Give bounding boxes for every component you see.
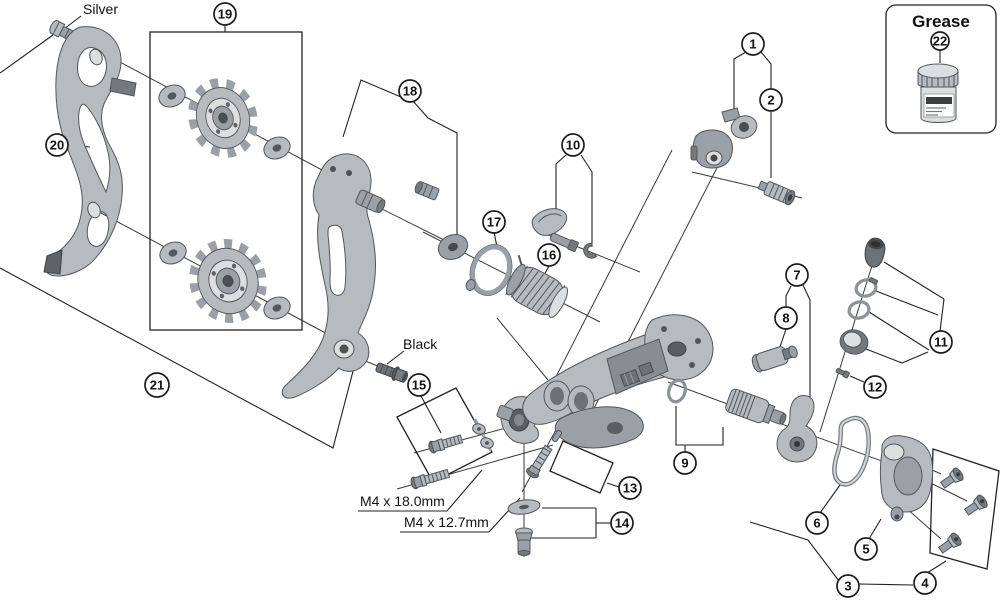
derailleur-body <box>500 314 714 449</box>
bolt-group-box-13 <box>549 440 614 494</box>
o-ring-upper <box>854 277 879 298</box>
svg-text:3: 3 <box>844 579 851 594</box>
motor-unit-cover <box>880 435 934 522</box>
callout-17: 17 <box>482 210 506 234</box>
cable-fixing-unit <box>751 345 798 373</box>
callout-2: 2 <box>759 88 783 112</box>
svg-text:10: 10 <box>566 138 580 153</box>
svg-text:9: 9 <box>681 456 688 471</box>
callout-5: 5 <box>854 537 878 561</box>
silver-label: Silver <box>83 1 118 17</box>
link-fixing-bolt <box>757 180 796 206</box>
pulley-group-box <box>149 31 303 331</box>
cover-gasket <box>832 415 871 487</box>
adjuster-housing <box>839 329 869 355</box>
callout-14: 14 <box>610 511 634 535</box>
black-bolt <box>375 362 409 383</box>
svg-text:19: 19 <box>218 7 232 22</box>
cage-mount-washer <box>507 499 541 515</box>
svg-text:11: 11 <box>934 335 948 350</box>
svg-text:12: 12 <box>868 380 882 395</box>
stroke-pin <box>551 429 563 443</box>
callout-18: 18 <box>398 79 422 103</box>
callout-10: 10 <box>561 133 585 157</box>
callout-4: 4 <box>913 571 937 595</box>
callout-13: 13 <box>618 476 642 500</box>
bolt-group-box-15 <box>396 387 493 483</box>
callout-22: 22 <box>930 31 950 51</box>
svg-text:14: 14 <box>615 516 630 531</box>
svg-text:17: 17 <box>487 215 501 230</box>
callout-16: 16 <box>537 243 561 267</box>
m4-short-label: M4 x 12.7mm <box>404 514 489 530</box>
retaining-clip <box>583 242 598 259</box>
plate-washer <box>437 234 469 260</box>
cover-screw-3 <box>937 532 962 554</box>
black-label: Black <box>403 336 438 352</box>
svg-text:18: 18 <box>403 84 417 99</box>
callout-6: 6 <box>805 511 829 535</box>
adjust-bolt-short <box>428 434 464 454</box>
callout-1: 1 <box>741 32 765 56</box>
svg-text:8: 8 <box>782 311 789 326</box>
callout-11: 11 <box>929 330 953 354</box>
svg-text:4: 4 <box>921 576 929 591</box>
cage-bushing <box>414 181 440 201</box>
bracket-link <box>690 107 758 169</box>
pulley-washers <box>158 84 291 320</box>
leader-lines <box>0 15 947 586</box>
cage-spring <box>505 254 569 318</box>
group-boxes <box>149 31 1000 570</box>
cover-screw-1 <box>939 467 964 489</box>
set-pin <box>835 368 850 379</box>
crank-lever <box>776 395 818 463</box>
callout-21: 21 <box>144 372 170 398</box>
inner-cage-plate <box>281 153 386 399</box>
outer-cage-plate <box>43 26 137 277</box>
svg-text:5: 5 <box>862 542 869 557</box>
svg-text:1: 1 <box>749 37 756 52</box>
link-pin-washers <box>472 405 514 452</box>
callout-20: 20 <box>45 133 69 157</box>
lever-pin <box>549 233 579 253</box>
grease-label: Grease <box>912 12 970 31</box>
svg-text:16: 16 <box>542 248 556 263</box>
svg-text:6: 6 <box>813 516 820 531</box>
svg-text:7: 7 <box>793 268 800 283</box>
svg-text:22: 22 <box>933 34 947 49</box>
adjust-barrel <box>725 388 787 425</box>
callout-15: 15 <box>407 373 431 397</box>
o-ring-9 <box>667 378 687 404</box>
callout-12: 12 <box>863 375 887 399</box>
screw-group-box-4 <box>929 448 1000 570</box>
adjust-bolt-long <box>410 468 451 490</box>
svg-text:13: 13 <box>623 481 637 496</box>
rubber-cap <box>864 237 886 268</box>
cable-guide-lever <box>531 208 568 236</box>
cover-screw-2 <box>963 494 988 516</box>
grease-jar <box>917 63 959 123</box>
callout-8: 8 <box>774 306 798 330</box>
callout-7: 7 <box>785 263 809 287</box>
svg-text:20: 20 <box>50 138 64 153</box>
guide-pulley <box>188 78 258 158</box>
svg-text:21: 21 <box>150 378 164 393</box>
svg-text:15: 15 <box>412 378 426 393</box>
callout-9: 9 <box>673 451 697 475</box>
tension-pulley <box>189 238 267 324</box>
seal-ring <box>465 244 513 296</box>
svg-text:2: 2 <box>767 93 774 108</box>
plate-stop-tab <box>109 77 137 97</box>
cage-mount-screw <box>515 527 533 556</box>
callout-19: 19 <box>213 2 237 26</box>
o-ring-lower <box>847 300 871 320</box>
grease-panel: Grease <box>885 4 997 134</box>
callout-3: 3 <box>836 574 860 598</box>
m4-long-label: M4 x 18.0mm <box>360 493 445 509</box>
stroke-bolt <box>526 444 553 479</box>
plate-pivot-shaft <box>355 189 386 214</box>
